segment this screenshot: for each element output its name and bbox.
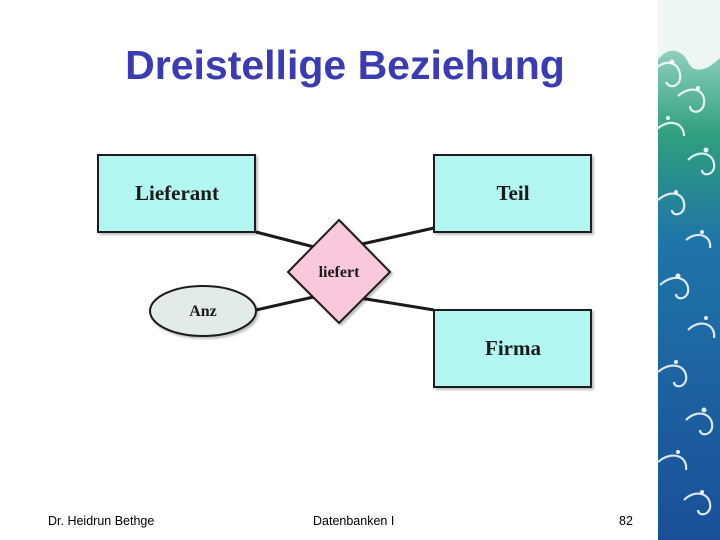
entity-lieferant: Lieferant <box>97 154 256 233</box>
entity-lieferant-label: Lieferant <box>135 181 219 205</box>
attribute-anz-label: Anz <box>189 303 217 320</box>
slide-title: Dreistellige Beziehung <box>125 42 565 88</box>
entity-firma-label: Firma <box>485 336 541 360</box>
footer-course: Datenbanken I <box>313 514 395 528</box>
entity-teil: Teil <box>433 154 592 233</box>
edge-teil-liefert <box>361 226 435 246</box>
edge-firma-liefert <box>359 296 435 312</box>
edge-anz-liefert <box>255 294 319 312</box>
edge-lieferant-liefert <box>255 230 319 250</box>
relationship-liefert: liefert <box>286 218 392 325</box>
footer-author: Dr. Heidrun Bethge <box>48 514 155 528</box>
footer-page-number: 82 <box>619 514 633 528</box>
attribute-anz: Anz <box>149 285 257 337</box>
relationship-liefert-label: liefert <box>319 264 361 281</box>
entity-teil-label: Teil <box>496 181 529 205</box>
entity-firma: Firma <box>433 309 592 388</box>
wave-decoration <box>658 0 720 540</box>
